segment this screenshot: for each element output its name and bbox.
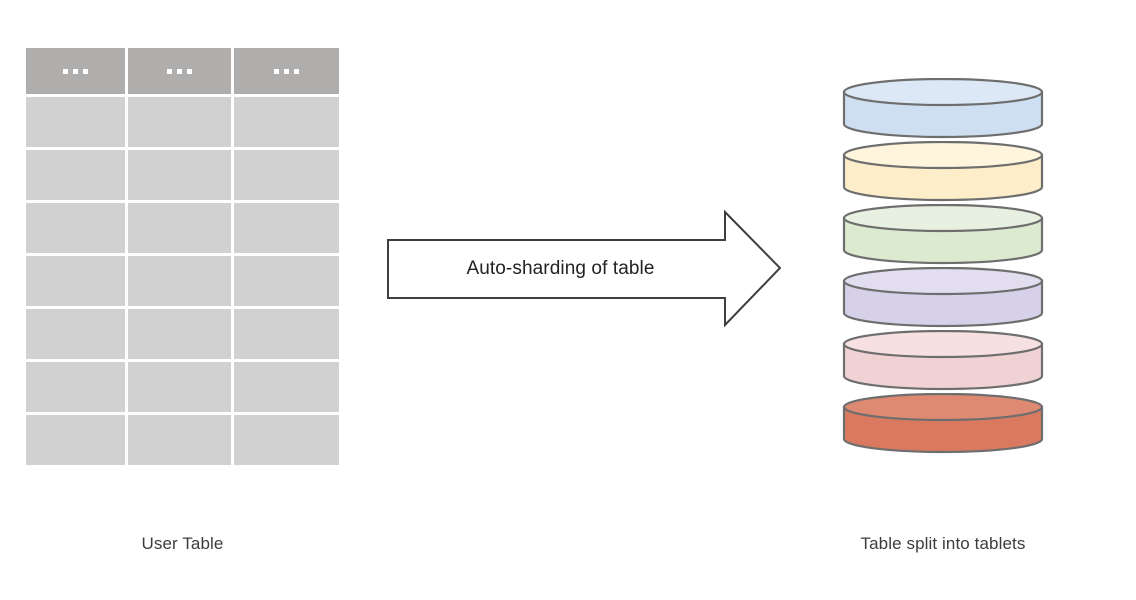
- table-cell: [26, 150, 125, 200]
- table-cell: [26, 362, 125, 412]
- tablet-2: [838, 140, 1048, 203]
- ellipsis-icon: [167, 68, 192, 74]
- table-cell: [234, 97, 339, 147]
- user-table-graphic: [26, 48, 339, 465]
- table-cell: [234, 362, 339, 412]
- auto-sharding-arrow: Auto-sharding of table: [380, 203, 790, 335]
- table-row: [26, 97, 339, 147]
- arrow-shape-icon: [387, 209, 782, 328]
- table-header-cell-3: [234, 48, 339, 94]
- table-header-cell-2: [128, 48, 231, 94]
- table-row: [26, 150, 339, 200]
- table-header-row: [26, 48, 339, 94]
- table-cell: [128, 415, 231, 465]
- cylinder-icon: [842, 140, 1044, 202]
- table-cell: [128, 309, 231, 359]
- user-table-caption: User Table: [141, 534, 224, 553]
- tablet-stack-caption: Table split into tablets: [860, 534, 1026, 553]
- table-cell: [128, 203, 231, 253]
- tablet-stack-graphic: [838, 77, 1048, 458]
- table-row: [26, 415, 339, 465]
- tablet-4: [838, 266, 1048, 329]
- arrow-label: Auto-sharding of table: [466, 258, 655, 279]
- cylinder-icon: [842, 266, 1044, 328]
- cylinder-icon: [842, 329, 1044, 391]
- table-row: [26, 362, 339, 412]
- tablet-6: [838, 392, 1048, 455]
- table-cell: [234, 309, 339, 359]
- table-cell: [128, 362, 231, 412]
- tablet-5: [838, 329, 1048, 392]
- table-cell: [234, 256, 339, 306]
- table-cell: [234, 415, 339, 465]
- ellipsis-icon: [63, 68, 88, 74]
- cylinder-icon: [842, 392, 1044, 454]
- cylinder-icon: [842, 77, 1044, 139]
- table-row: [26, 203, 339, 253]
- table-cell: [128, 97, 231, 147]
- table-cell: [26, 97, 125, 147]
- table-cell: [128, 256, 231, 306]
- tablet-3: [838, 203, 1048, 266]
- table-cell: [26, 309, 125, 359]
- table-cell: [128, 150, 231, 200]
- table-row: [26, 309, 339, 359]
- cylinder-icon: [842, 203, 1044, 265]
- table-header-cell-1: [26, 48, 125, 94]
- table-cell: [234, 150, 339, 200]
- table-cell: [26, 415, 125, 465]
- table-row: [26, 256, 339, 306]
- tablet-1: [838, 77, 1048, 140]
- table-cell: [26, 256, 125, 306]
- table-cell: [26, 203, 125, 253]
- table-cell: [234, 203, 339, 253]
- ellipsis-icon: [274, 68, 299, 74]
